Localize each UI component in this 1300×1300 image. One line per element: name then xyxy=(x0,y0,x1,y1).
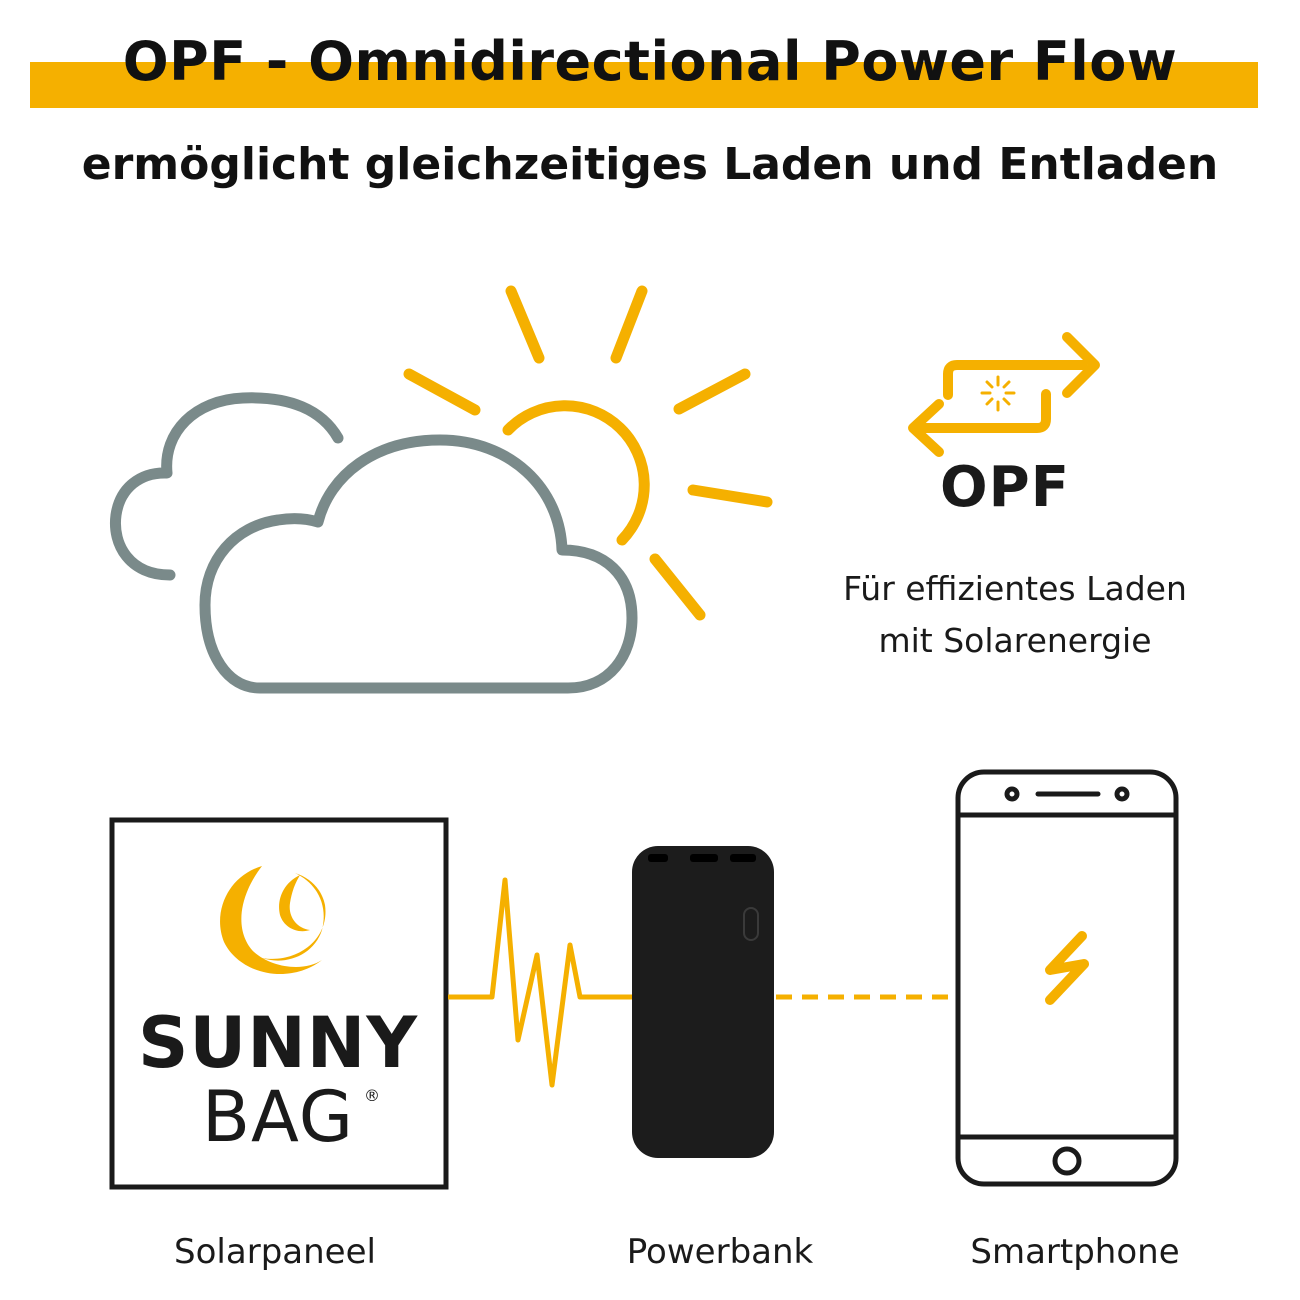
sunnybag-logo-icon xyxy=(220,866,326,974)
logo-word-sunny: SUNNY xyxy=(137,1002,419,1084)
page-title: OPF - Omnidirectional Power Flow xyxy=(122,30,1178,93)
opf-description-line2: mit Solarenergie xyxy=(878,621,1152,660)
opf-description-line1: Für effizientes Laden xyxy=(843,569,1187,608)
spark-icon xyxy=(980,375,1016,412)
logo-registered-mark: ® xyxy=(364,1086,380,1105)
cloud-icon xyxy=(109,392,638,694)
title-highlight-bar xyxy=(30,62,1258,108)
opf-label: OPF xyxy=(940,455,1070,520)
page-subtitle: ermöglicht gleichzeitiges Laden und Entl… xyxy=(81,139,1219,190)
solarpanel-box xyxy=(109,817,449,1190)
caption-solarpaneel: Solarpaneel xyxy=(174,1232,376,1272)
caption-smartphone: Smartphone xyxy=(970,1232,1180,1272)
logo-word-bag: BAG xyxy=(202,1076,354,1158)
opf-arrows-icon xyxy=(908,332,1100,457)
caption-powerbank: Powerbank xyxy=(626,1232,814,1272)
lightning-icon xyxy=(1045,931,1089,1005)
solar-connection-line xyxy=(448,877,633,1088)
opf-description: Für effizientes Laden mit Solarenergie xyxy=(790,563,1240,667)
powerbank-icon xyxy=(632,846,774,1158)
sun-icon xyxy=(403,285,773,621)
